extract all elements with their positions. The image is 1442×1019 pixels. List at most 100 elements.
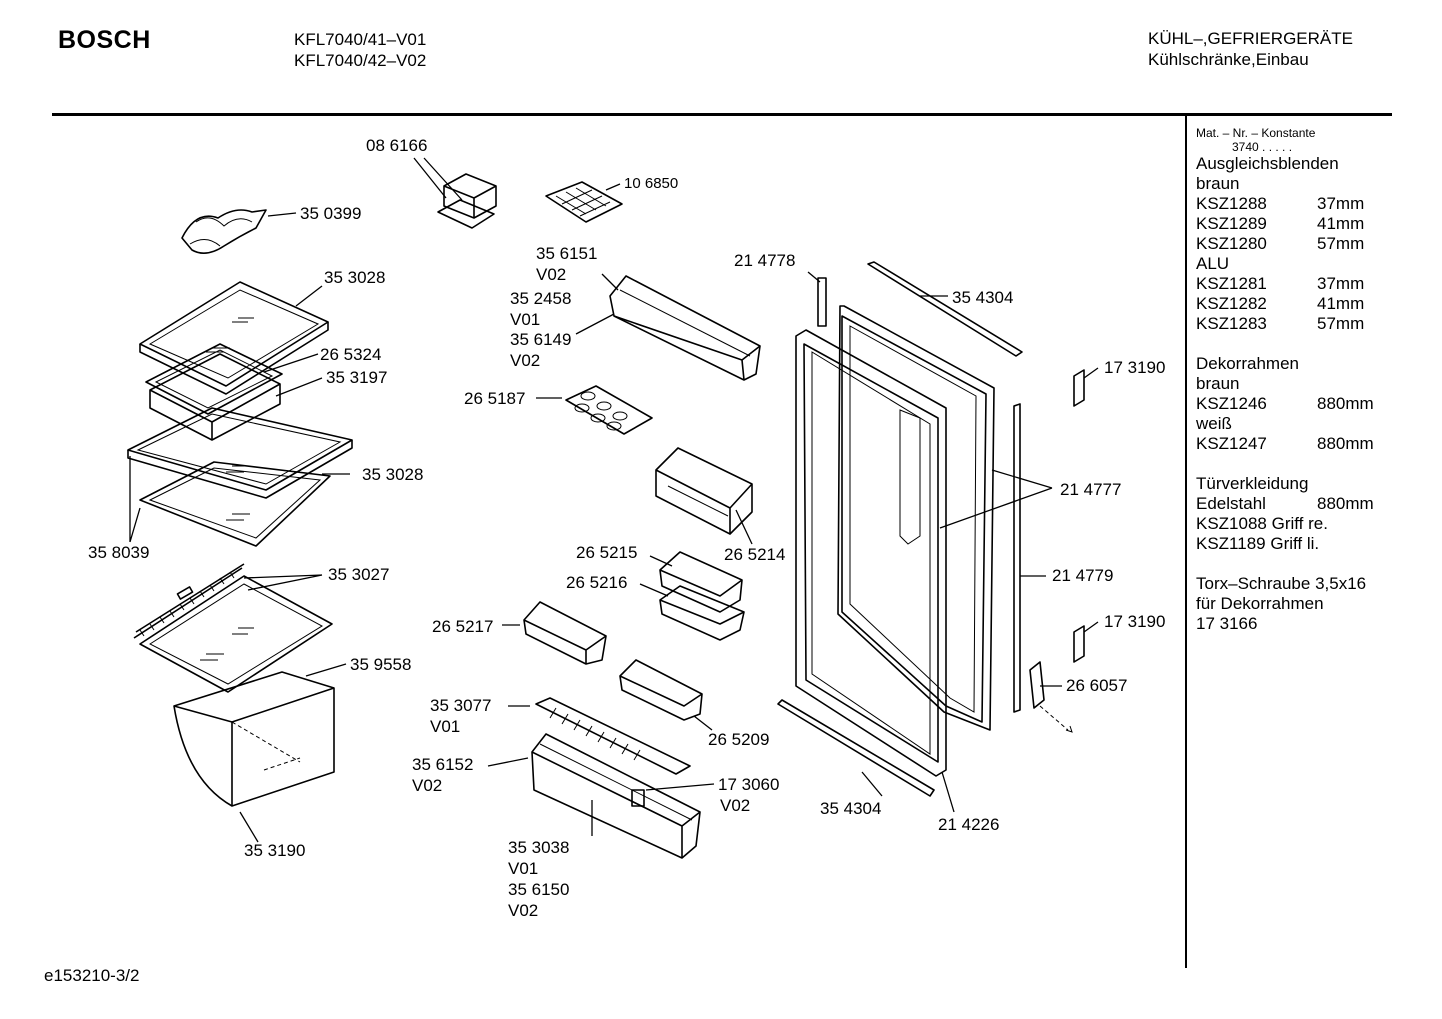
accessory-row: Türverkleidung [1196,474,1436,494]
bin-265215 [649,551,743,613]
label-173190-bottom: 17 3190 [1104,612,1165,631]
accessory-row: Ausgleichsblenden [1196,154,1436,174]
label-358039: 35 8039 [88,543,149,562]
accessory-name: KSZ1288 [1196,194,1267,213]
accessory-name: KSZ1289 [1196,214,1267,233]
label-265209: 26 5209 [708,730,769,749]
accessory-name: KSZ1189 Griff li. [1196,534,1320,553]
accessory-name: braun [1196,374,1240,393]
label-350399: 35 0399 [300,204,361,223]
label-265187: 26 5187 [464,389,525,408]
label-353027: 35 3027 [328,565,389,584]
egg-tray-265187 [536,385,653,435]
label-173060-version: V02 [720,796,750,815]
label-356149: 35 6149 [510,330,571,349]
accessory-size: 880mm [1317,394,1374,413]
shelf-tray-350399 [181,209,267,254]
label-353077-version: V01 [430,717,460,736]
label-353028-top: 35 3028 [324,268,385,287]
leaders-left [129,212,350,843]
accessory-row [1196,454,1436,474]
bin-265216 [639,583,745,641]
glass-shelf-358039 [139,461,331,547]
glass-shelf-353028-top [139,281,329,395]
bin-265209 [619,659,713,731]
document-id: e153210-3/2 [44,966,140,985]
door-frame-214778 [807,271,827,327]
exploded-view-diagram: 08 6166 35 0399 10 6850 35 3028 26 5324 … [88,136,1165,920]
accessory-name: ALU [1196,254,1230,273]
trim-strip-354304-bottom [777,699,935,797]
label-214777: 21 4777 [1060,480,1121,499]
accessory-row: KSZ1246 880mm [1196,394,1436,414]
material-note: Mat. – Nr. – Konstante [1196,126,1316,140]
label-266057: 26 6057 [1066,676,1127,695]
label-214778: 21 4778 [734,251,795,270]
material-constant: 3740 . . . . . [1232,140,1293,154]
hinge-cover-173190-top [1073,367,1099,407]
accessory-size: 41mm [1317,294,1365,313]
glass-shelf-353027 [133,563,333,693]
accessory-name: für Dekorrahmen [1196,594,1324,613]
accessory-name: Ausgleichsblenden [1196,154,1339,173]
bin-265214 [655,447,753,545]
accessory-name: weiß [1196,414,1232,433]
accessory-name: KSZ1247 [1196,434,1267,453]
accessory-name: KSZ1281 [1196,274,1267,293]
accessory-row: KSZ1247 880mm [1196,434,1436,454]
label-356150: 35 6150 [508,880,569,899]
label-214226: 21 4226 [938,815,999,834]
accessory-row: Torx–Schraube 3,5x16 [1196,574,1436,594]
header-divider [52,113,1392,116]
label-214779: 21 4779 [1052,566,1113,585]
accessory-row: KSZ1283 57mm [1196,314,1436,334]
accessory-size: 37mm [1317,274,1365,293]
label-356152: 35 6152 [412,755,473,774]
label-106850: 10 6850 [624,175,678,192]
accessory-row: braun [1196,174,1436,194]
door-panel [837,305,995,731]
bin-265217 [502,601,607,665]
label-359558: 35 9558 [350,655,411,674]
model-number-2: KFL7040/42–V02 [294,51,427,70]
accessory-row: KSZ1189 Griff li. [1196,534,1436,554]
label-353197: 35 3197 [326,368,387,387]
trim-strip-354304-top [867,261,1023,357]
glass-shelf-353028-mid [127,407,353,499]
label-353190: 35 3190 [244,841,305,860]
accessory-row: Dekorrahmen [1196,354,1436,374]
accessory-size: 880mm [1317,434,1374,453]
label-086166: 08 6166 [366,136,427,155]
accessory-row: KSZ1088 Griff re. [1196,514,1436,534]
sidebar-divider [1185,116,1187,968]
accessory-row: braun [1196,374,1436,394]
label-353038: 35 3038 [508,838,569,857]
accessory-name: braun [1196,174,1240,193]
accessory-row: 17 3166 [1196,614,1436,634]
label-356152-version: V02 [412,776,442,795]
seal-214226 [941,771,955,813]
label-265324: 26 5324 [320,345,381,364]
label-265215: 26 5215 [576,543,637,562]
door-strip-214779 [1013,403,1046,713]
label-173190-top: 17 3190 [1104,358,1165,377]
door-shelf-353038 [487,733,715,859]
drawer-353197 [149,353,281,441]
label-353038-version: V01 [508,859,538,878]
label-353077: 35 3077 [430,696,491,715]
model-number-1: KFL7040/41–V01 [294,30,427,49]
accessory-name: KSZ1283 [1196,314,1267,333]
door-gasket-214777 [795,329,1053,777]
label-265216: 26 5216 [566,573,627,592]
label-265217: 26 5217 [432,617,493,636]
accessory-size: 57mm [1317,314,1365,333]
accessory-name: KSZ1088 Griff re. [1196,514,1328,533]
label-173060: 17 3060 [718,775,779,794]
category-title: KÜHL–,GEFRIERGERÄTE [1148,29,1353,48]
accessory-name: KSZ1246 [1196,394,1267,413]
accessory-row [1196,334,1436,354]
hinge-266057 [1029,661,1073,733]
